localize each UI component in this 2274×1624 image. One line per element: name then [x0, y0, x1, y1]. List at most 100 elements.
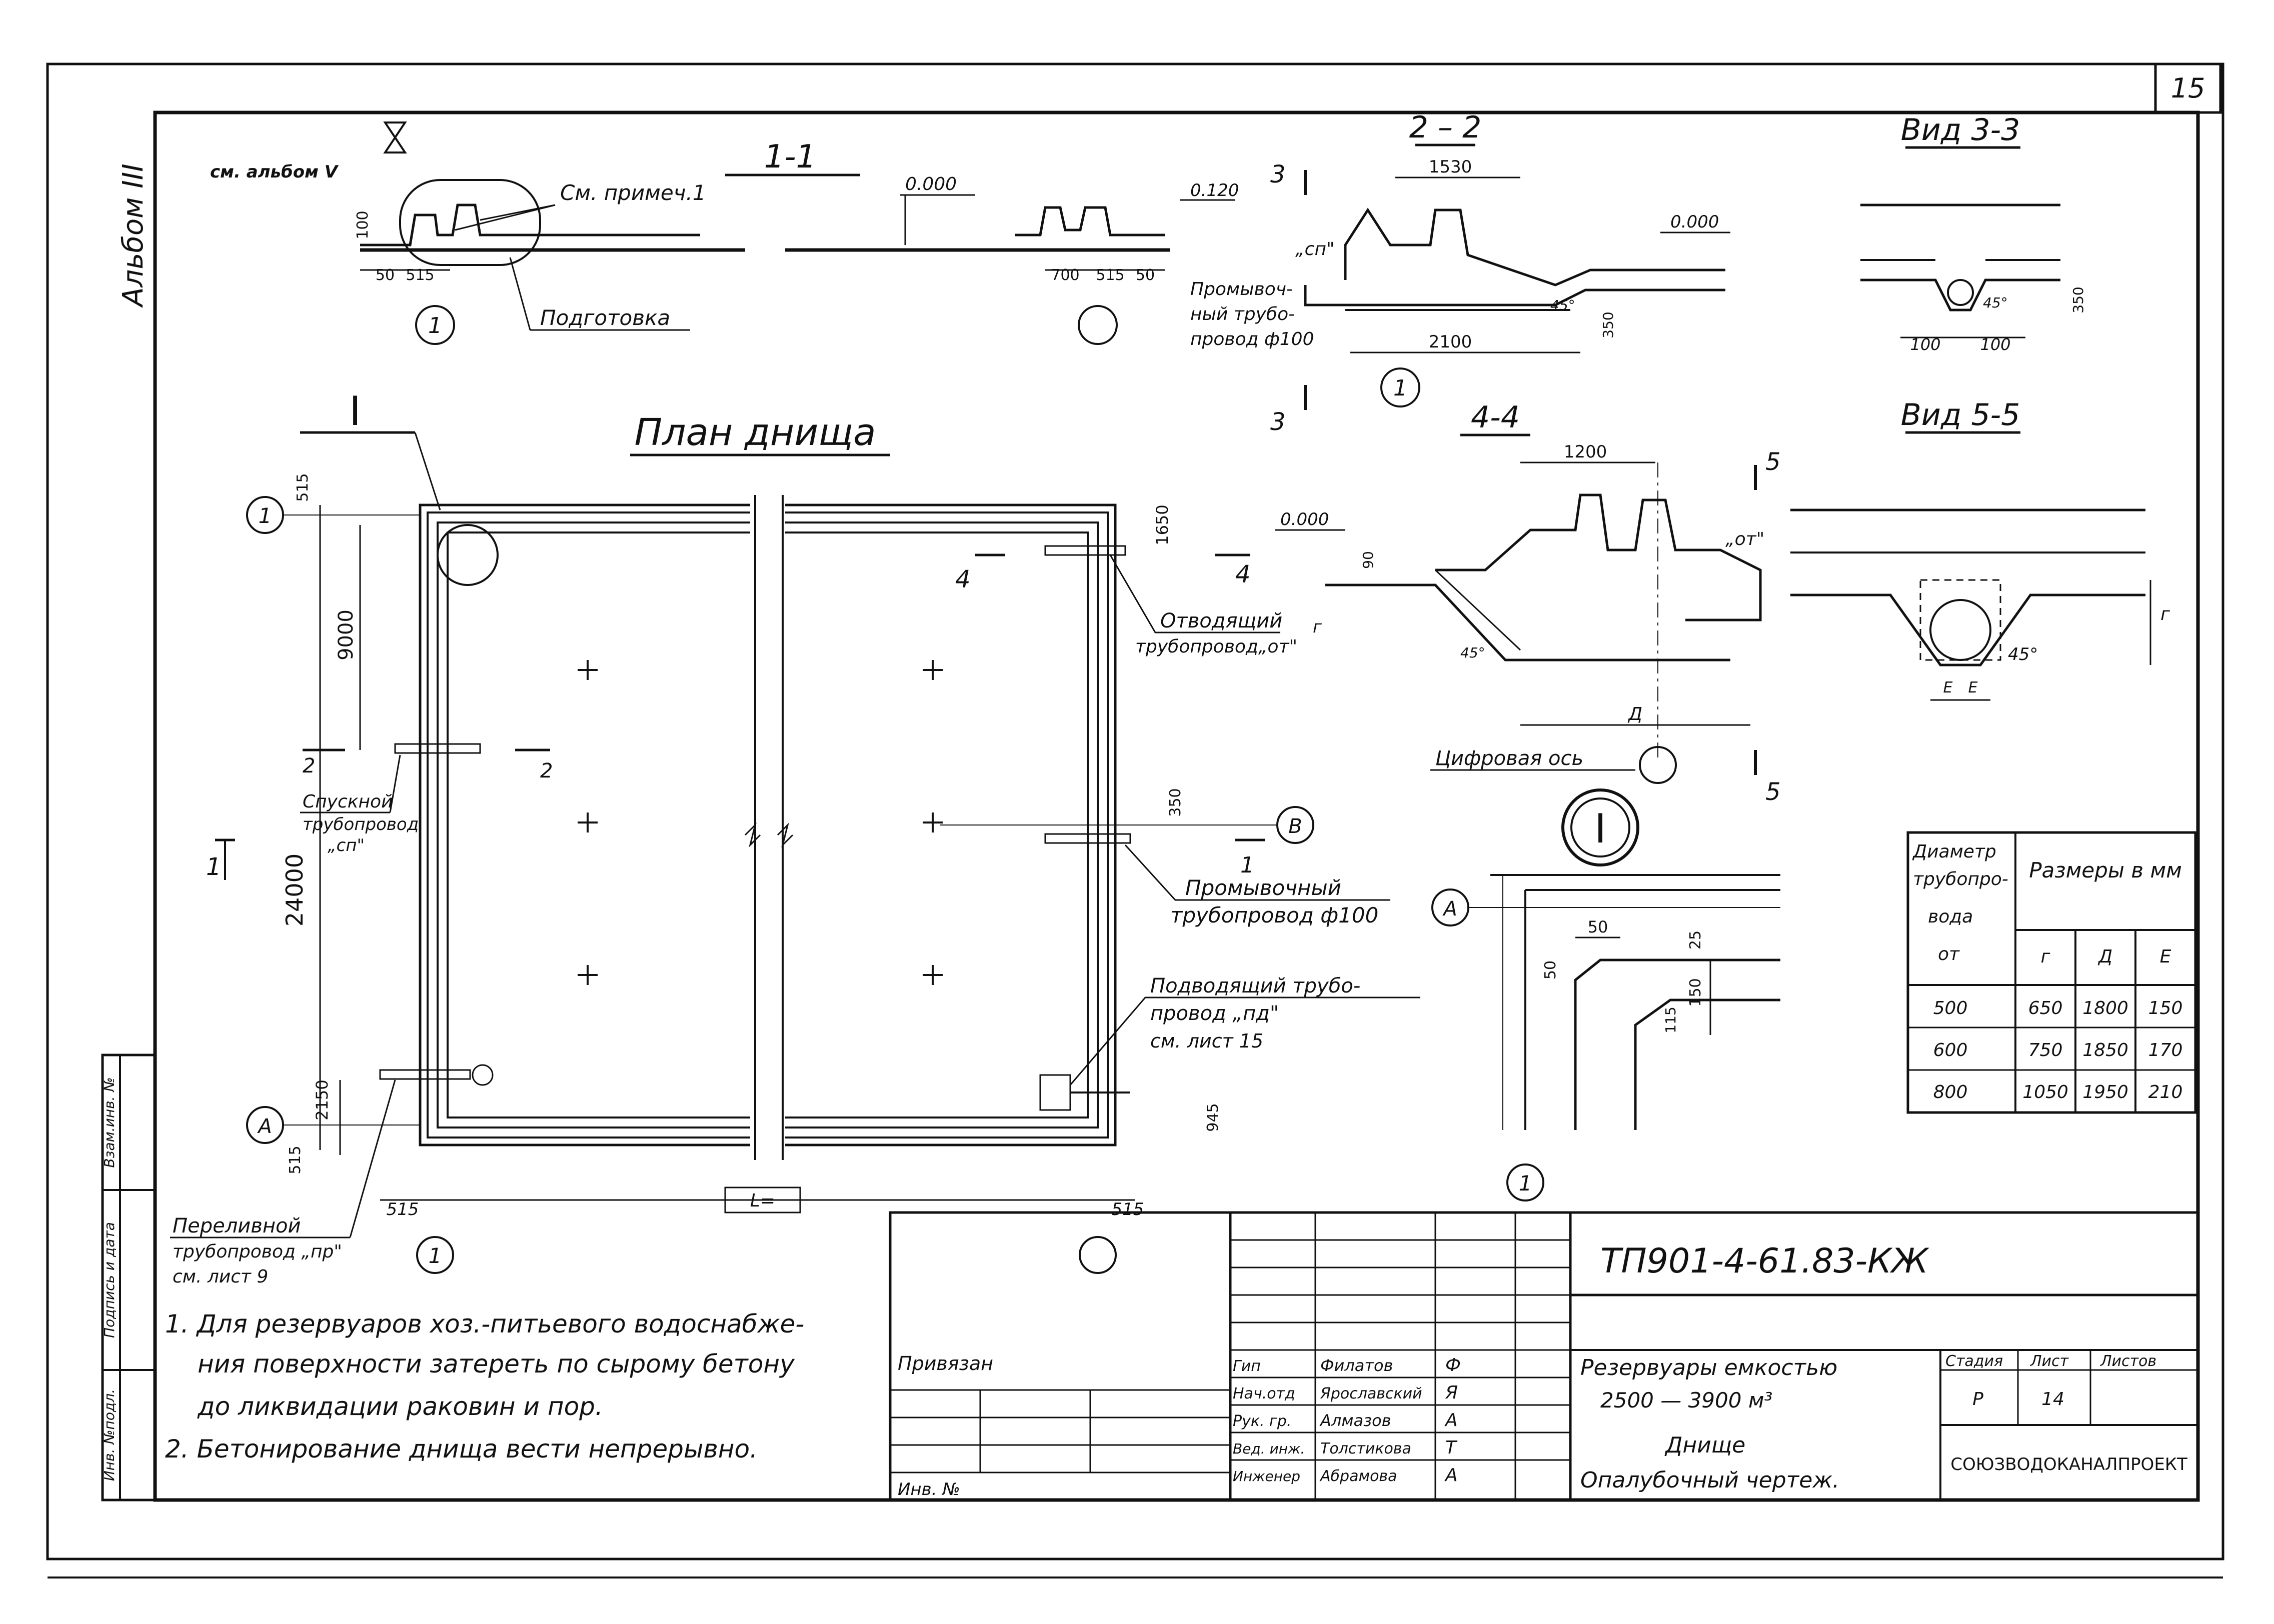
- node-I-dim-50a: 50: [1588, 918, 1608, 936]
- sheet-number-box: [2154, 62, 2222, 114]
- table-head-col1-1: Диаметр: [1912, 842, 1996, 862]
- tb-name-line-1: Резервуары емкостью: [1580, 1355, 1837, 1380]
- view-3-3-angle: 45°: [1983, 294, 2008, 311]
- section-4-4-elev: 0.000: [1280, 510, 1329, 530]
- plan-out-pipe-2: трубопровод„от": [1135, 636, 1297, 657]
- section-4-4-dim-90: 90: [1360, 551, 1376, 569]
- view-3-3: Вид 3-3 45° 100 100 350: [1860, 112, 2086, 354]
- plan-node-mark: I: [349, 388, 361, 434]
- section-2-2-elev: 0.000: [1670, 212, 1719, 232]
- plan-supply-pipe-2: провод „пд": [1150, 1002, 1279, 1025]
- table-r1-c4: 150: [2148, 998, 2183, 1018]
- table-r2-c3: 1850: [2082, 1040, 2128, 1060]
- section-2-2-dim-2100: 2100: [1429, 332, 1472, 352]
- tb-sign-5: А: [1444, 1465, 1458, 1486]
- plan-drain-pipe-1: Спускной: [303, 792, 393, 812]
- table-head-col1-4: от: [1938, 944, 1960, 964]
- plan-drain-pipe-3: „сп": [328, 836, 365, 856]
- tb-role-2: Нач.отд: [1233, 1385, 1295, 1402]
- plan-dim-350: 350: [1167, 788, 1184, 816]
- view-5-5-dim-g: г: [2160, 604, 2170, 624]
- plan-dim-2150: 2150: [313, 1080, 332, 1120]
- note-line-2: ния поверхности затереть по сырому бетон…: [198, 1350, 795, 1378]
- table-r3-c3: 1950: [2082, 1082, 2128, 1102]
- view-5-5-dim-e2: Е: [1968, 679, 1978, 696]
- tb-sheet-name-1: Днище: [1664, 1432, 1745, 1458]
- note-line-3: до ликвидации раковин и пор.: [197, 1392, 603, 1421]
- section-2-2-angle: 45°: [1550, 297, 1575, 314]
- plan-overflow-pipe-3: см. лист 9: [173, 1266, 268, 1287]
- plan-axis-B: В: [1288, 815, 1302, 838]
- plan-flush-pipe-2: трубопровод ф100: [1170, 903, 1378, 928]
- cut-3-bottom: 3: [1270, 408, 1286, 436]
- plan-supply-pipe-3: см. лист 15: [1150, 1030, 1263, 1052]
- title-block: ТП901-4-61.83-КЖ Привязан Инв. № Гип Нач…: [889, 1211, 2199, 1502]
- tb-list: 14: [2041, 1389, 2064, 1410]
- cut-5-markers: 5 5: [1754, 448, 1781, 806]
- table-r1-c2: 650: [2028, 998, 2063, 1018]
- view-5-5-dim-e1: Е: [1943, 679, 1953, 696]
- tb-code: ТП901-4-61.83-КЖ: [1600, 1242, 1929, 1281]
- section-1-1-title: 1-1: [764, 138, 817, 176]
- section-1-1-flush-3: провод ф100: [1190, 329, 1314, 350]
- section-1-1-dim-515: 515: [406, 266, 434, 284]
- table-r1-c1: 500: [1933, 998, 1968, 1018]
- plan-out-pipe-1: Отводящий: [1160, 610, 1282, 632]
- plan-dim-515-left: 515: [387, 1200, 419, 1220]
- node-I-mark: I: [1594, 806, 1606, 852]
- plan-cut-2-right: 2: [540, 760, 553, 782]
- table-r3-c1: 800: [1933, 1082, 1968, 1102]
- side-stamp-table: Инв. №подл. Подпись и дата Взам.инв. №: [101, 1054, 157, 1502]
- view-3-3-dim-350: 350: [2070, 286, 2086, 313]
- plan-dim-945: 945: [1204, 1103, 1222, 1132]
- tb-name-line-2: 2500 — 3900 м³: [1600, 1388, 1772, 1412]
- node-I: I А 50 50 25 150 115 1: [1431, 788, 1780, 1202]
- section-1-1-elev-000: 0.000: [905, 174, 957, 194]
- section-4-4-angle: 45°: [1460, 644, 1485, 661]
- cut-5-top: 5: [1765, 448, 1781, 476]
- table-r2-c1: 600: [1933, 1040, 1968, 1060]
- plan-dim-1650: 1650: [1153, 504, 1172, 545]
- table-head-e: Е: [2160, 946, 2171, 967]
- side-stamp-replace: Взам.инв. №: [101, 1077, 118, 1168]
- section-1-1: 1-1 см. альбом V См. примеч.1 Подготовка…: [210, 122, 1314, 350]
- plan-cut-1: 1: [206, 853, 222, 881]
- note-line-1: 1. Для резервуаров хоз.-питьевого водосн…: [165, 1310, 804, 1338]
- plan-flush-pipe-1: Промывочный: [1185, 876, 1341, 900]
- node-I-dim-50b: 50: [1542, 960, 1559, 980]
- tb-sign-3: А: [1444, 1410, 1458, 1430]
- section-2-2-axis: 1: [1393, 376, 1407, 401]
- section-2-2-dim-350: 350: [1600, 312, 1616, 338]
- outer-frame: [46, 62, 2224, 1560]
- tb-role-1: Гип: [1233, 1358, 1261, 1375]
- size-table: Диаметр трубопро- вода от Размеры в мм г…: [1906, 831, 2197, 1114]
- tb-role-5: Инженер: [1233, 1468, 1300, 1484]
- plan-axis-A: А: [257, 1115, 272, 1138]
- tb-name-2: Ярославский: [1320, 1385, 1422, 1402]
- section-1-1-dim-50b: 50: [1136, 266, 1155, 284]
- section-2-2-title: 2 – 2: [1409, 110, 1482, 145]
- tb-sign-1: Ф: [1445, 1355, 1461, 1376]
- view-5-5-angle: 45°: [2008, 644, 2038, 664]
- section-2-2-sp: „сп": [1295, 239, 1335, 260]
- view-3-3-title: Вид 3-3: [1901, 112, 2020, 148]
- section-1-1-dim-100: 100: [354, 210, 372, 239]
- note-line-4: 2. Бетонирование днища вести непрерывно.: [165, 1434, 758, 1464]
- cut-5-bottom: 5: [1765, 778, 1781, 806]
- plan-cut-1-right: 1: [1240, 852, 1254, 878]
- section-1-1-axis: 1: [428, 313, 442, 338]
- tb-name-3: Алмазов: [1319, 1411, 1391, 1430]
- section-1-1-dim-700: 700: [1051, 266, 1079, 284]
- section-1-1-prep: Подготовка: [540, 306, 670, 330]
- plan-axis-1-top: 1: [259, 504, 272, 528]
- section-4-4-dim-d: Д: [1627, 704, 1642, 724]
- section-1-1-elev-0120: 0.120: [1190, 180, 1239, 200]
- node-I-dim-25: 25: [1687, 930, 1704, 950]
- table-head-col1-3: вода: [1928, 906, 1973, 927]
- section-4-4-dim-g: г: [1313, 617, 1322, 637]
- section-4-4-dim-1200: 1200: [1564, 442, 1607, 462]
- section-1-1-dim-515b: 515: [1096, 266, 1124, 284]
- tb-list-head: Лист: [2030, 1352, 2069, 1370]
- table-head-d: Д: [2097, 946, 2112, 967]
- table-head-col1-2: трубопро-: [1913, 869, 2008, 890]
